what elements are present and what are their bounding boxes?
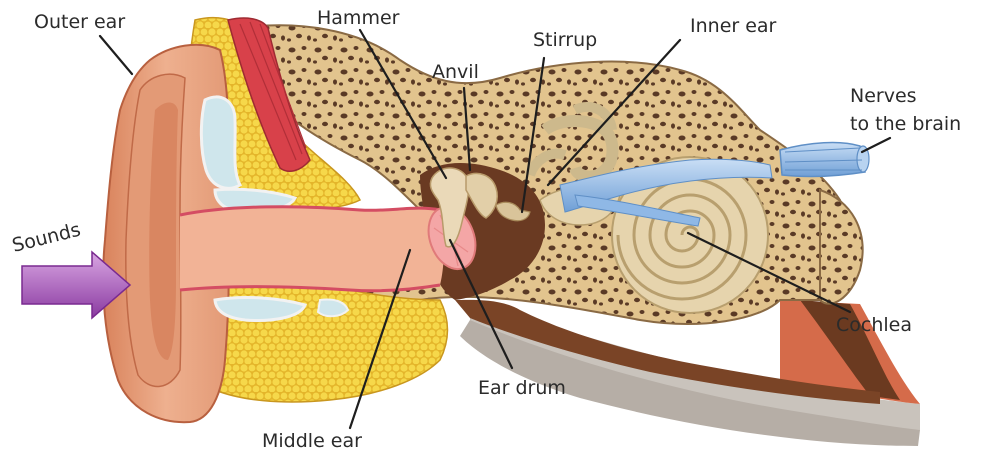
label-anvil: Anvil bbox=[432, 61, 479, 83]
label-cochlea: Cochlea bbox=[836, 314, 912, 336]
label-nerves-line2: to the brain bbox=[850, 113, 961, 135]
label-inner-ear: Inner ear bbox=[690, 15, 777, 37]
label-sounds: Sounds bbox=[10, 219, 83, 257]
label-ear-drum: Ear drum bbox=[478, 377, 566, 399]
label-nerves-line1: Nerves bbox=[850, 85, 917, 107]
label-hammer: Hammer bbox=[317, 7, 400, 29]
ear-canal bbox=[180, 207, 444, 291]
label-outer-ear: Outer ear bbox=[34, 11, 125, 33]
label-middle-ear: Middle ear bbox=[262, 430, 362, 452]
leader-outer-ear bbox=[100, 36, 132, 74]
leader-nerves bbox=[862, 138, 890, 152]
label-stirrup: Stirrup bbox=[533, 29, 597, 51]
